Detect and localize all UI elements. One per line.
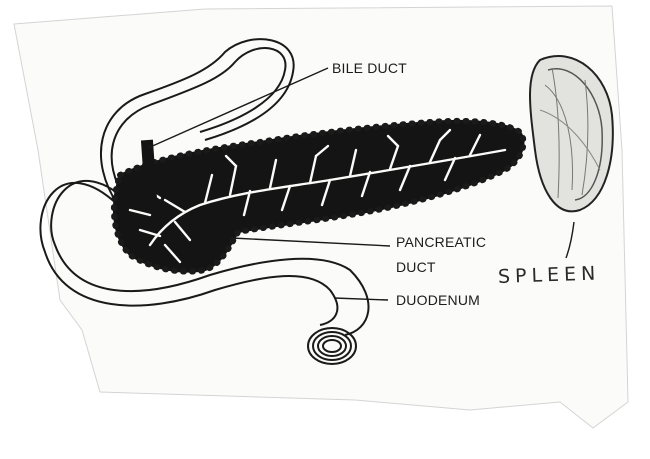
bile-duct-label: BILE DUCT — [332, 60, 407, 76]
pancreatic-duct-label-line2: DUCT — [396, 259, 436, 275]
spleen-label: SPLEEN — [498, 262, 601, 288]
duodenum-label: DUODENUM — [396, 292, 480, 308]
pancreatic-duct-label-line1: PANCREATIC — [396, 234, 486, 250]
